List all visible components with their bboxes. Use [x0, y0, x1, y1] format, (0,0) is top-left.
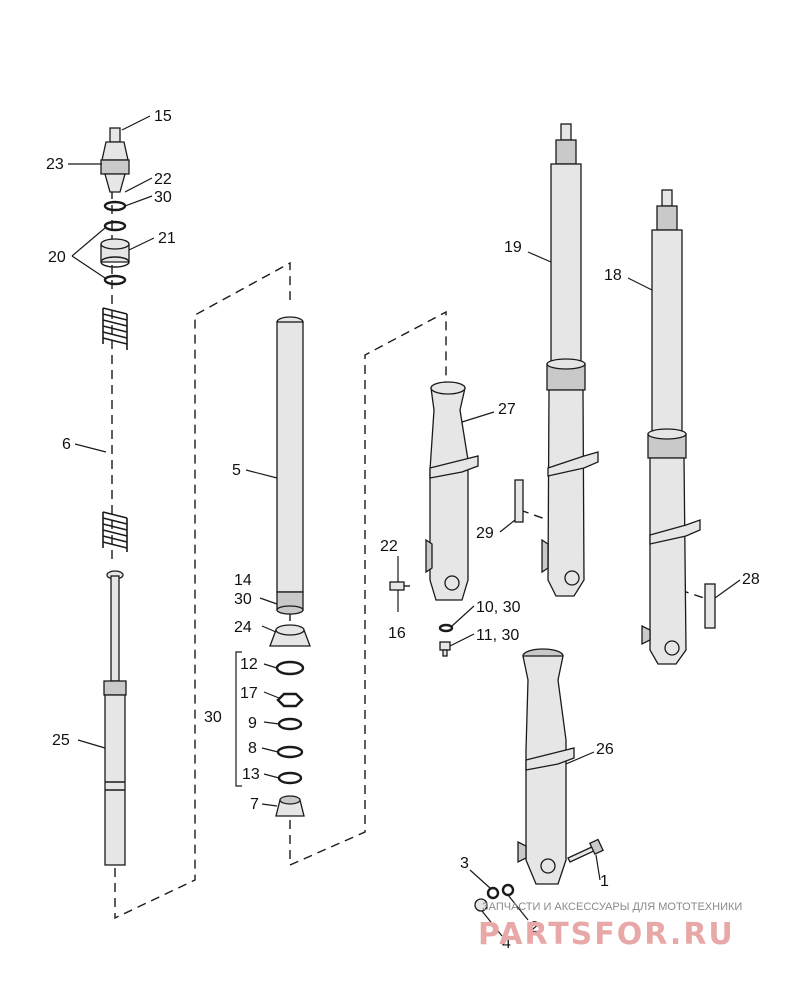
- label-30-group: 30: [204, 709, 222, 726]
- bushing-8: [276, 745, 304, 759]
- fork-spring-6: [102, 307, 128, 552]
- label-11-30: 11, 30: [476, 627, 519, 644]
- label-26: 26: [596, 741, 614, 758]
- label-13: 13: [242, 766, 260, 783]
- washer-10: [438, 623, 454, 633]
- label-2: 2: [530, 919, 539, 936]
- label-12: 12: [240, 656, 258, 673]
- reflector-28: [704, 583, 716, 629]
- retaining-ring-17: [276, 692, 304, 708]
- label-4: 4: [502, 935, 511, 952]
- watermark-logo: PARTSFOR.RU: [478, 917, 735, 952]
- nut-4: [474, 898, 488, 912]
- fork-assembly-18: [641, 189, 701, 665]
- fork-slider-27: [425, 381, 479, 601]
- label-19: 19: [504, 239, 522, 256]
- fork-assembly-19: [541, 123, 599, 597]
- spacer-21: [100, 238, 130, 268]
- group-bracket-30: [235, 651, 242, 787]
- label-1: 1: [600, 873, 609, 890]
- oil-seal-12: [275, 660, 305, 676]
- label-25: 25: [52, 732, 70, 749]
- label-23: 23: [46, 156, 64, 173]
- label-22-b: 22: [380, 538, 398, 555]
- fork-cap-assembly: [100, 127, 130, 193]
- label-9: 9: [248, 715, 257, 732]
- label-18: 18: [604, 267, 622, 284]
- watermark: ЗАПЧАСТИ И АКСЕССУАРЫ ДЛЯ МОТОТЕХНИКИ PA…: [478, 901, 742, 952]
- label-16: 16: [388, 625, 406, 642]
- washer-20-lower: [103, 274, 127, 286]
- drain-screw-16: [389, 581, 410, 591]
- label-29: 29: [476, 525, 494, 542]
- leader-lines: [68, 115, 741, 937]
- label-15: 15: [154, 108, 172, 125]
- label-10-30: 10, 30: [476, 599, 521, 616]
- damper-rod-25: [103, 570, 127, 866]
- washer-3: [486, 886, 500, 900]
- washer-20-upper: [103, 220, 127, 232]
- label-30-b: 30: [234, 591, 252, 608]
- label-22: 22: [154, 171, 172, 188]
- label-6: 6: [62, 436, 71, 453]
- bushing-13: [277, 771, 303, 785]
- label-7: 7: [250, 796, 259, 813]
- label-14: 14: [234, 572, 252, 589]
- reflector-29: [514, 479, 524, 523]
- washer-2: [501, 883, 515, 897]
- socket-screw-11: [439, 641, 451, 657]
- label-17: 17: [240, 685, 258, 702]
- label-20: 20: [48, 249, 66, 266]
- assembly-guides: [111, 190, 711, 920]
- callout-labels: 15 23 22 30 21 20 6 25 5 14 30 24 12 17 …: [46, 108, 760, 952]
- bolt-1: [567, 838, 604, 863]
- spacer-9: [277, 717, 303, 731]
- dust-cover-24: [269, 624, 311, 647]
- label-5: 5: [232, 462, 241, 479]
- label-30: 30: [154, 189, 172, 206]
- oil-lock-piece-7: [275, 795, 305, 817]
- label-27: 27: [498, 401, 516, 418]
- fork-slider-26: [517, 648, 575, 885]
- watermark-caption: ЗАПЧАСТИ И АКСЕССУАРЫ ДЛЯ МОТОТЕХНИКИ: [482, 901, 742, 913]
- label-24: 24: [234, 619, 252, 636]
- fork-tube-5: [276, 316, 304, 615]
- label-21: 21: [158, 230, 176, 247]
- o-ring-22: [103, 200, 127, 212]
- label-3: 3: [460, 855, 469, 872]
- label-28: 28: [742, 571, 760, 588]
- label-8: 8: [248, 740, 257, 757]
